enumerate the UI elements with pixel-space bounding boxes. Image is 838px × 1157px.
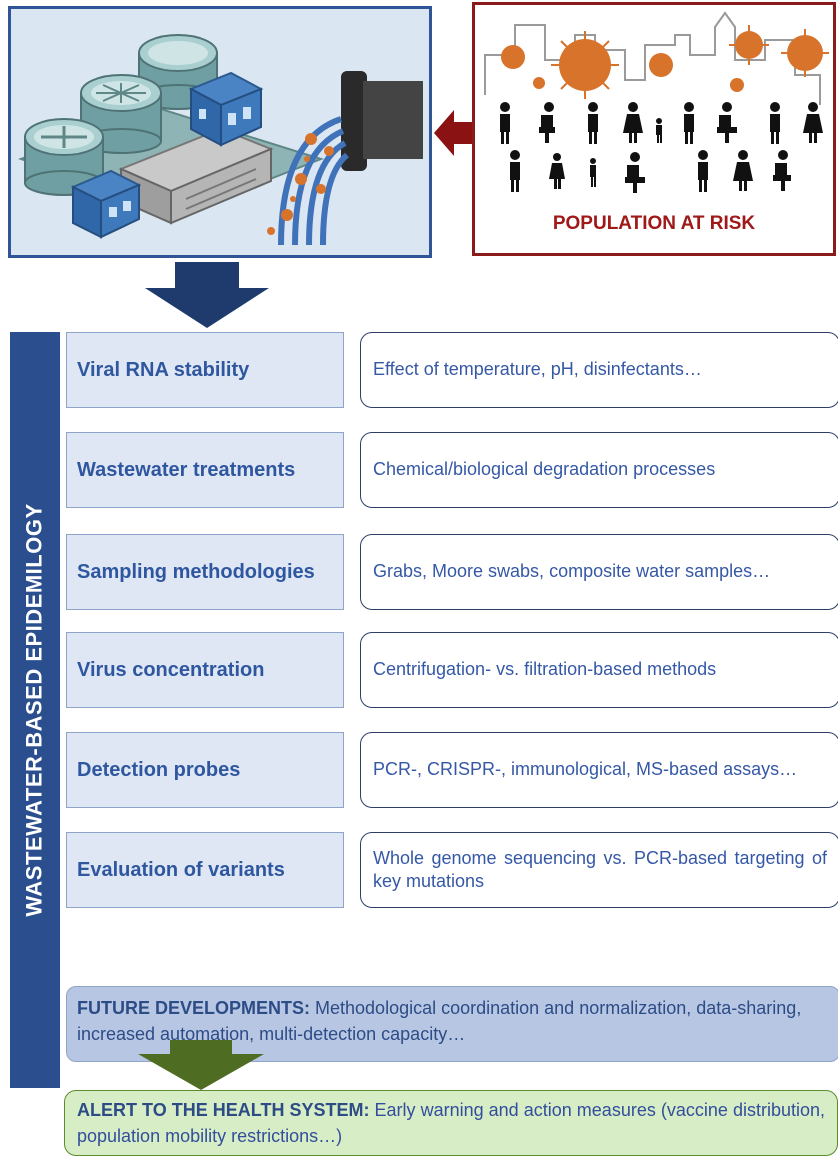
detail-text: Grabs, Moore swabs, composite water samp…: [373, 561, 771, 582]
city-skyline-icon: [484, 11, 821, 105]
virus-particles-icon: [267, 133, 334, 235]
detail-text: Effect of temperature, pH, disinfectants…: [373, 359, 702, 380]
green-down-arrow-icon: [138, 1040, 264, 1090]
wastewater-stream-icon: [278, 116, 350, 246]
person-icon: [510, 150, 791, 193]
left-arrow-icon: [434, 110, 472, 156]
future-heading: FUTURE DEVELOPMENTS:: [77, 998, 311, 1018]
topic-title: Viral RNA stability: [77, 358, 250, 381]
detail-sampling-methodologies: Grabs, Moore swabs, composite water samp…: [360, 534, 838, 610]
topic-title: Detection probes: [77, 758, 241, 781]
alert-text: Early warning and action measures (vacci…: [77, 1100, 825, 1147]
topic-title: Wastewater treatments: [77, 458, 296, 481]
side-label-text: WASTEWATER-BASED EPIDEMILOGY: [22, 503, 47, 917]
treatment-plant-panel: [8, 6, 432, 258]
building-icon: [70, 169, 142, 239]
detail-text: Chemical/biological degradation processe…: [373, 459, 716, 480]
topic-evaluation-of-variants: Evaluation of variants: [66, 832, 344, 908]
alert-heading: ALERT TO THE HEALTH SYSTEM:: [77, 1100, 370, 1120]
detail-viral-rna-stability: Effect of temperature, pH, disinfectants…: [360, 332, 838, 408]
side-band: [10, 332, 60, 1088]
topic-viral-rna-stability: Viral RNA stability: [66, 332, 344, 408]
detail-wastewater-treatments: Chemical/biological degradation processe…: [360, 432, 838, 508]
treatment-plant-illustration: [17, 34, 423, 246]
detail-text: Whole genome sequencing vs. PCR-based ta…: [373, 847, 827, 891]
down-arrow-icon: [145, 262, 269, 328]
topic-sampling-methodologies: Sampling methodologies: [66, 534, 344, 610]
topic-detection-probes: Detection probes: [66, 732, 344, 808]
detail-virus-concentration: Centrifugation- vs. filtration-based met…: [360, 632, 838, 708]
topic-wastewater-treatments: Wastewater treatments: [66, 432, 344, 508]
building-icon: [188, 71, 264, 147]
detail-evaluation-of-variants: Whole genome sequencing vs. PCR-based ta…: [360, 832, 838, 908]
future-text: Methodological coordination and normaliz…: [77, 998, 802, 1045]
topic-title: Sampling methodologies: [77, 560, 315, 583]
topic-title: Virus concentration: [77, 658, 265, 681]
alert-health-system-box: ALERT TO THE HEALTH SYSTEM: Early warnin…: [64, 1090, 838, 1156]
population-panel: POPULATION AT RISK: [472, 2, 836, 256]
population-illustration: [484, 11, 829, 193]
detail-detection-probes: PCR-, CRISPR-, immunological, MS-based a…: [360, 732, 838, 808]
tank-icon: [24, 118, 104, 196]
sewer-pipe-icon: [341, 71, 423, 171]
side-label: WASTEWATER-BASED EPIDEMILOGY: [10, 332, 60, 1088]
topic-title: Evaluation of variants: [77, 858, 285, 881]
person-icon: [500, 102, 823, 144]
topic-virus-concentration: Virus concentration: [66, 632, 344, 708]
detail-text: PCR-, CRISPR-, immunological, MS-based a…: [373, 759, 798, 780]
population-label: POPULATION AT RISK: [552, 213, 756, 234]
detail-text: Centrifugation- vs. filtration-based met…: [373, 659, 717, 680]
